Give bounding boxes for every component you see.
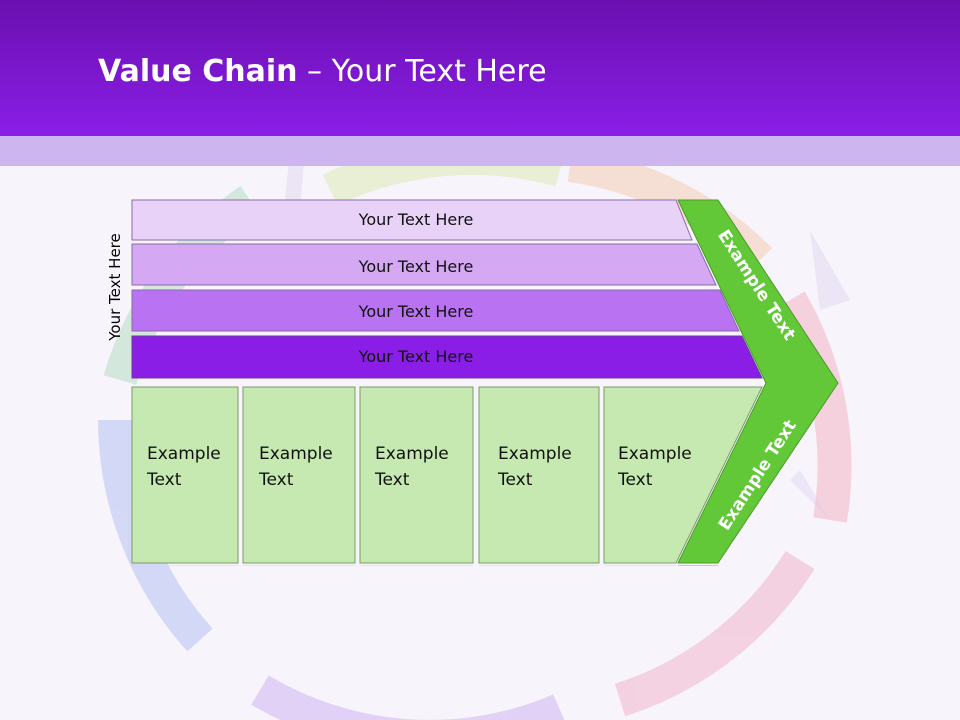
header-band [0, 136, 960, 166]
support-bar-1[interactable] [131, 199, 693, 241]
primary-box-5[interactable] [603, 386, 763, 564]
support-bar-1-label: Your Text Here [358, 210, 474, 229]
primary-box-1-line2: Text [146, 470, 182, 490]
support-bar-2-label: Your Text Here [358, 257, 474, 276]
primary-box-1-line1: Example [147, 444, 221, 464]
primary-box-1[interactable] [131, 386, 239, 564]
primary-box-4-line2: Text [497, 470, 533, 490]
primary-box-5-line2: Text [617, 470, 653, 490]
margin-chevron[interactable] [677, 199, 839, 564]
primary-box-5-line1: Example [618, 444, 692, 464]
title-rest: – Your Text Here [297, 54, 547, 89]
primary-box-3-line1: Example [375, 444, 449, 464]
primary-box-2-line2: Text [258, 470, 294, 490]
diagram-reflection [132, 565, 760, 720]
primary-box-3-line2: Text [374, 470, 410, 490]
primary-box-3[interactable] [359, 386, 474, 564]
header-bar [0, 0, 960, 136]
primary-box-4-line1: Example [498, 444, 572, 464]
primary-box-2[interactable] [242, 386, 356, 564]
slide-title: Value Chain – Your Text Here [98, 54, 547, 89]
title-bold: Value Chain [98, 54, 298, 89]
support-bar-4-label: Your Text Here [358, 347, 474, 366]
primary-box-2-line1: Example [259, 444, 333, 464]
support-bar-4[interactable] [131, 335, 763, 379]
side-label: Your Text Here [106, 233, 124, 341]
support-bar-3-label: Your Text Here [358, 302, 474, 321]
primary-box-4[interactable] [478, 386, 600, 564]
support-bar-2[interactable] [131, 243, 717, 286]
support-bar-3[interactable] [131, 289, 740, 332]
